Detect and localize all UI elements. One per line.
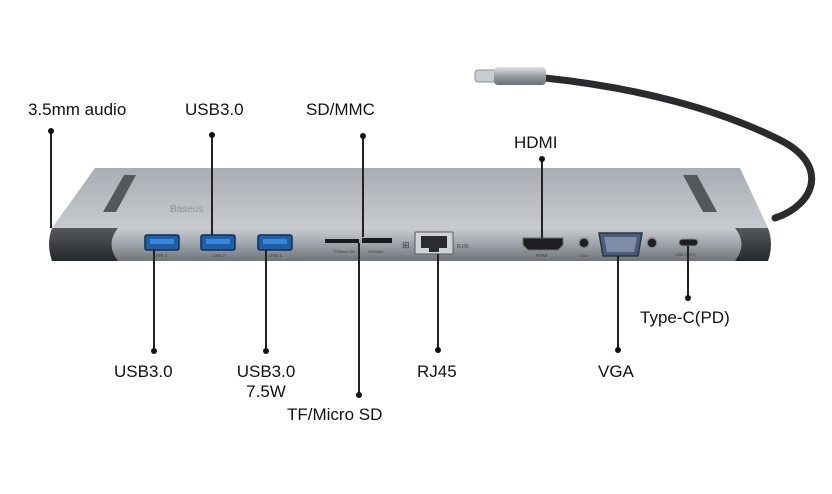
- cable-plug-tip: [474, 69, 498, 83]
- label-tf: TF/Micro SD: [287, 405, 383, 424]
- usb-port-1: [144, 234, 180, 251]
- cable: [541, 74, 816, 222]
- label-vga: VGA: [598, 362, 634, 381]
- leader-typec: [687, 246, 689, 298]
- sd-print: SD/MMC: [368, 249, 384, 254]
- hdmi-port: [522, 237, 564, 251]
- leader-tf: [358, 243, 360, 395]
- dot-vga: [614, 347, 621, 353]
- leader-rj45: [437, 254, 439, 350]
- rj45-port: [414, 231, 454, 255]
- dot-usb-75: [262, 348, 269, 354]
- leader-sd: [362, 137, 364, 237]
- label-usb-top: USB3.0: [185, 100, 244, 119]
- label-audio: 3.5mm audio: [28, 100, 127, 119]
- usb1-print: USB 3: [154, 253, 168, 258]
- label-usb-75-line1: USB3.0: [236, 362, 296, 381]
- sd-slot: [362, 238, 392, 243]
- dot-usb-top: [208, 132, 215, 138]
- leader-hdmi: [541, 160, 543, 238]
- brand-engraving: Baseus: [170, 204, 203, 215]
- tf-slot: [325, 239, 359, 243]
- typec-print: USB C(PD): [675, 252, 696, 257]
- audio-jack: [578, 237, 590, 249]
- end-cap-right: [735, 228, 771, 261]
- dot-usb-bottom: [150, 348, 157, 354]
- dot-typec: [684, 295, 691, 301]
- label-usb-bottom: USB3.0: [114, 362, 173, 381]
- hdmi-print: HDMI: [536, 253, 548, 258]
- tf-print: TF/Micro SD: [333, 249, 356, 254]
- rj45-print: RJ45: [457, 244, 469, 250]
- dot-sd: [359, 133, 366, 139]
- label-usb-75: USB3.0 7.5W: [233, 362, 299, 401]
- label-rj45: RJ45: [417, 362, 457, 381]
- rubber-foot-right: [683, 175, 717, 212]
- label-typec: Type-C(PD): [640, 308, 730, 327]
- typec-port: [678, 238, 699, 247]
- hub-top-surface: [52, 168, 768, 228]
- vga-port: [598, 232, 643, 257]
- leader-vga: [617, 256, 619, 350]
- cable-plug: [494, 67, 546, 85]
- dot-audio: [47, 128, 54, 134]
- network-icon: ⊞: [402, 240, 410, 250]
- leader-usb-75: [265, 250, 267, 351]
- usb3-print: USB 1: [269, 253, 283, 258]
- end-cap-left: [49, 228, 118, 261]
- dot-rj45: [434, 347, 441, 353]
- leader-audio: [50, 132, 52, 228]
- vga-screw-right: [646, 237, 658, 249]
- dot-tf: [355, 392, 362, 398]
- vga-print: VGA: [579, 253, 588, 258]
- leader-usb-top: [211, 136, 213, 235]
- label-usb-75-line2: 7.5W: [246, 381, 286, 401]
- label-sd-mmc: SD/MMC: [306, 100, 375, 119]
- usb2-print: USB 2: [212, 253, 226, 258]
- usb-port-2: [200, 234, 236, 251]
- leader-usb-bottom: [153, 250, 155, 351]
- dot-hdmi: [538, 156, 545, 162]
- label-hdmi: HDMI: [514, 133, 558, 152]
- usb-port-3: [257, 234, 293, 251]
- rubber-foot-left: [103, 175, 136, 212]
